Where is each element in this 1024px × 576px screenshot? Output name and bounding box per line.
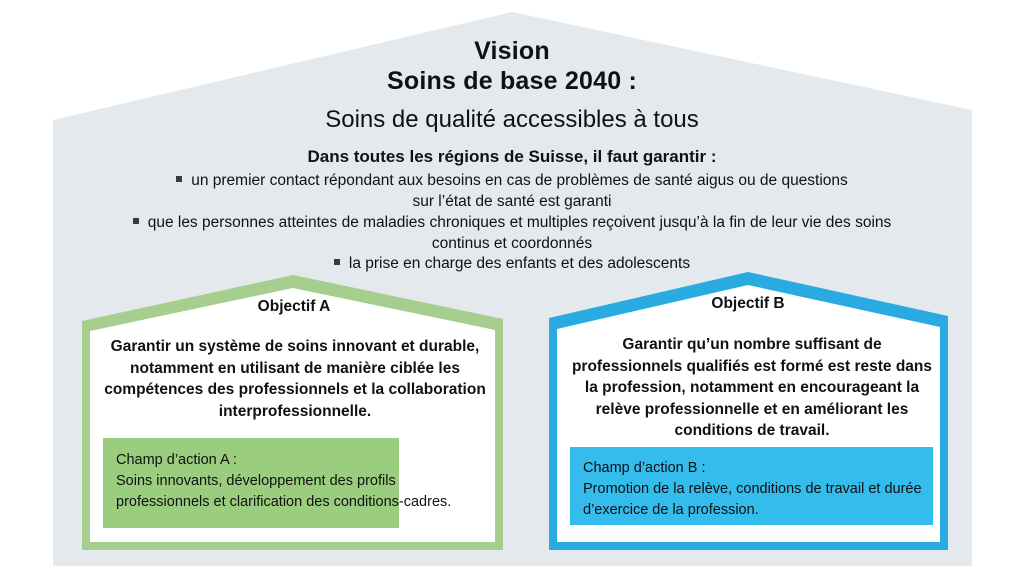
objective-b-field-of-action: Champ d’action B : Promotion de la relèv… [583, 458, 933, 521]
objective-a-field-of-action: Champ d’action A : Soins innovants, déve… [116, 450, 468, 513]
guarantee-bullet-2-line-1: que les personnes atteintes de maladies … [147, 214, 892, 231]
guarantee-bullet-2: que les personnes atteintes de maladies … [60, 212, 964, 254]
objective-b-field-box [570, 447, 933, 525]
vision-title-line-2: Soins de base 2040 : [387, 67, 637, 95]
objective-b-body: Garantir qu’un nombre suffisant de profe… [571, 336, 933, 439]
guarantee-bullet-1: un premier contact répondant aux besoins… [60, 170, 964, 212]
guarantee-bullet-3-line-1: la prise en charge des enfants et des ad… [348, 255, 691, 272]
guarantee-bullet-2-line-2: continus et coordonnés [431, 235, 593, 252]
square-bullet-icon [132, 217, 139, 224]
objective-b-title: Objectif B [711, 295, 785, 312]
objective-a-field-box [103, 438, 399, 528]
objective-a-field-text: Soins innovants, développement des profi… [116, 473, 452, 510]
objective-b-field-label: Champ d’action B : [583, 460, 706, 476]
square-bullet-icon [176, 175, 183, 182]
objective-a-title: Objectif A [257, 298, 331, 315]
square-bullet-icon [333, 258, 340, 265]
objective-a-body: Garantir un système de soins innovant et… [104, 338, 486, 420]
vision-subtitle: Soins de qualité accessibles à tous [325, 106, 699, 133]
objective-b-field-text: Promotion de la relève, conditions de tr… [583, 481, 922, 518]
guarantee-bullet-1-line-2: sur l’état de santé est garanti [412, 193, 612, 210]
guarantee-heading: Dans toutes les régions de Suisse, il fa… [307, 147, 717, 166]
vision-title-line-1: Vision [474, 37, 550, 65]
guarantee-bullet-3: la prise en charge des enfants et des ad… [60, 253, 964, 274]
guarantee-bullet-1-line-1: un premier contact répondant aux besoins… [191, 172, 848, 189]
objective-a-field-label: Champ d’action A : [116, 452, 237, 468]
